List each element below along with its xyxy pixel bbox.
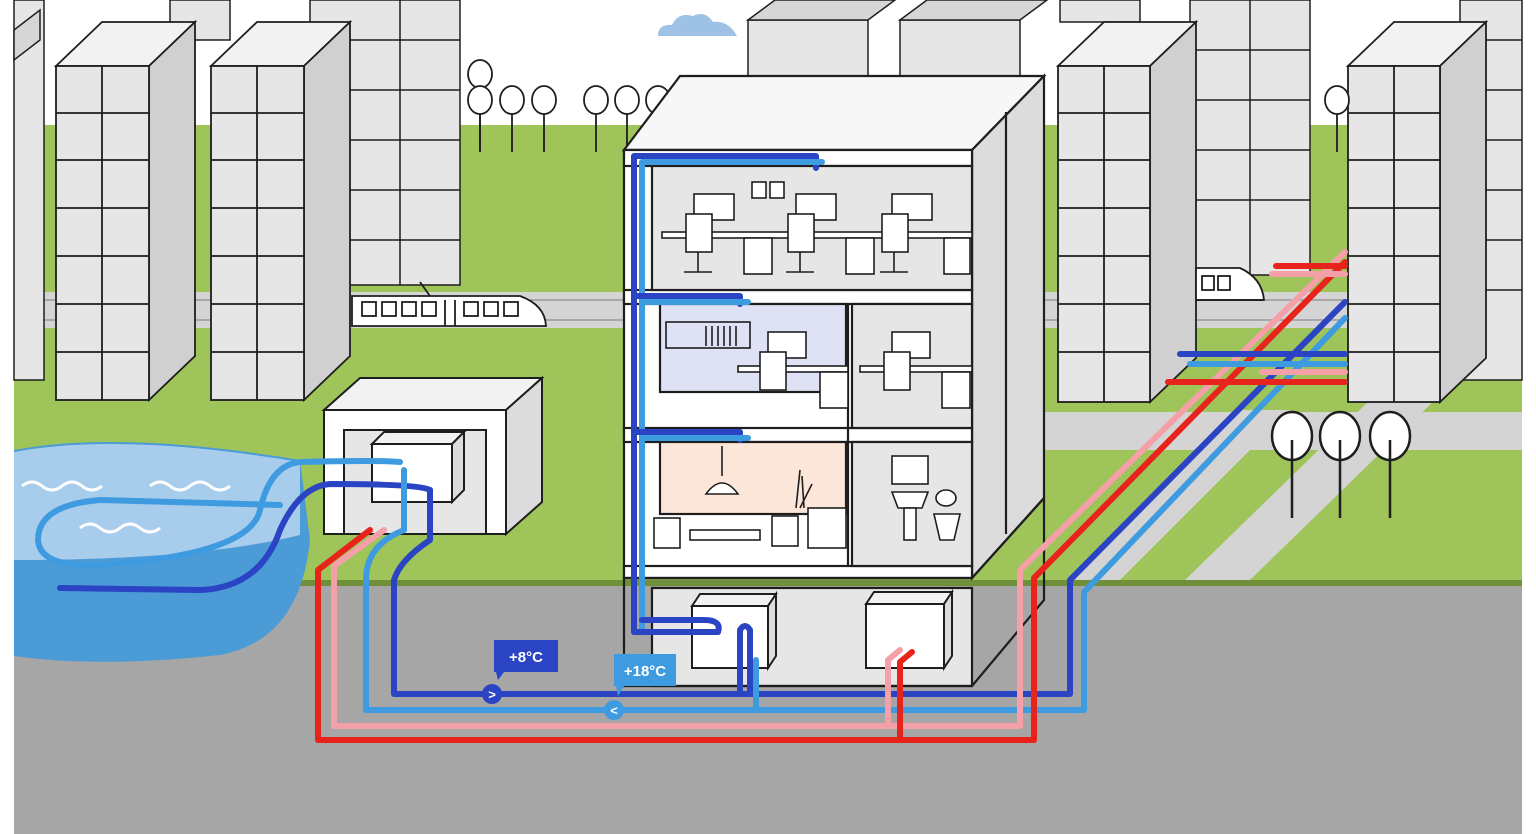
living-room [658,440,848,516]
cold-loop-direction-icon: > [488,687,496,702]
cold-loop-temp-label: +8°C [509,649,543,666]
train-icon [351,281,547,327]
tower-block-left-1 [53,19,198,403]
cold-loop-dark-pipe [391,299,1348,697]
hot-pipe-dark [315,259,1348,743]
lake-loop-light [35,458,403,569]
bathroom-fixtures [890,455,962,541]
riser-light-floor [639,159,825,633]
lake [14,442,310,662]
warm-loop-temperature-tag: +18°C [614,654,676,696]
hot-pipe-light [331,249,1348,729]
warm-loop-temp-label: +18°C [624,663,666,680]
tower-block-right-2 [1345,19,1489,405]
tree-icons-right [1270,410,1412,518]
pipe-network [35,153,1348,743]
riser-cold-dark [737,623,753,697]
heat-exchanger-station [321,375,545,537]
living-room-furniture [653,446,847,549]
cloud-icon [658,14,737,36]
warm-loop-arrow: < [604,700,624,720]
office-furniture [661,181,973,275]
cold-loop-temperature-tag: +8°C [494,640,558,680]
tower-block-right-1 [1055,19,1199,405]
library-furniture [665,321,973,409]
warm-loop-direction-icon: < [610,703,618,718]
train-icon [1195,267,1265,301]
cold-loop-arrow: > [482,684,502,704]
tower-block-left-2 [208,19,353,403]
